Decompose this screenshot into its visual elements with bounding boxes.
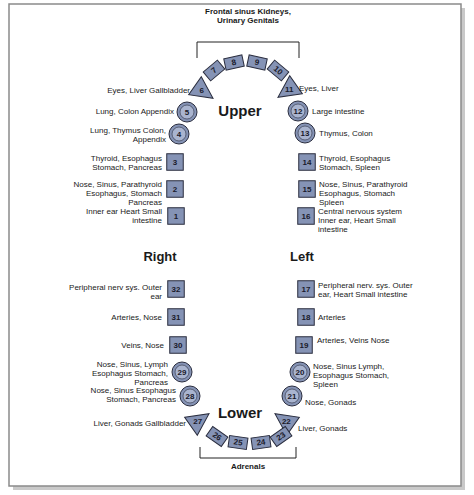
tooth-box: 25 [227,434,249,450]
organ-label: Peripheral nerv sys. Outer ear [62,283,162,301]
tooth-number: 12 [294,107,303,116]
organ-label: Eyes, Liver Gallbladder [90,86,190,95]
tooth-number: 3 [173,158,177,167]
organ-label: Arteries, Veins Nose [317,336,417,345]
tooth-number: 14 [303,158,312,167]
tooth-box: 18 [297,308,315,326]
tooth-number: 30 [174,341,183,350]
tooth-triangle: 6 [192,80,216,104]
tooth-number: 22 [282,417,291,426]
tooth-circle: 28 [179,385,201,407]
organ-label: Inner ear Heart Small intestine [62,207,162,225]
tooth-circle: 13 [294,122,316,144]
organ-label: Large intestine [312,107,412,116]
tooth-box: 17 [297,280,315,298]
tooth-box: 10 [266,59,290,82]
tooth-number: 31 [172,313,181,322]
bracket-label: Frontal sinus Kidneys, Urinary Genitals [193,7,303,25]
tooth-triangle: 11 [275,79,299,103]
tooth-number: 13 [301,129,310,138]
tooth-shape [192,80,216,104]
tooth-box: 2 [166,180,184,198]
tooth-box: 19 [295,336,313,354]
tooth-box: 31 [167,308,185,326]
tooth-triangle: 27 [188,408,212,432]
tooth-box: 32 [167,280,185,298]
tooth-box: 9 [246,54,268,71]
tooth-box: 14 [298,153,316,171]
organ-label: Nose, Sinus, Parathyroid Esophagus, Stom… [62,180,162,207]
tooth-number: 18 [302,313,311,322]
organ-label: Arteries [318,313,418,322]
organ-label: Nose, Sinus Esophagus Stomach, Pancreas [76,386,176,404]
tooth-box: 26 [205,425,229,447]
tooth-number: 5 [185,108,189,117]
tooth-box: 7 [202,59,226,82]
organ-label: Eyes, Liver [299,84,399,93]
region-label: Right [143,249,176,264]
organ-label: Liver, Gonads Gallbladder [86,419,186,428]
tooth-circle: 21 [281,385,303,407]
organ-label: Thyroid, Esophagus Stomach, Pancreas [62,154,162,172]
tooth-number: 1 [174,212,178,221]
tooth-circle: 12 [287,100,309,122]
tooth-number: 4 [177,130,181,139]
tooth-number: 27 [193,417,202,426]
organ-label: Lung, Colon Appendix [74,107,174,116]
region-label: Left [290,249,314,264]
organ-label: Veins, Nose [64,341,164,350]
tooth-number: 19 [300,341,309,350]
tooth-number: 20 [296,368,305,377]
tooth-number: 32 [172,285,181,294]
organ-label: Nose, Sinus, Parathyroid Esophagus, Stom… [319,180,419,207]
organ-label: Thymus, Colon [319,129,419,138]
tooth-circle: 20 [289,361,311,383]
tooth-circle: 29 [171,361,193,383]
organ-label: Nose, Gonads [305,398,405,407]
tooth-box: 8 [223,54,245,71]
tooth-circle: 5 [176,101,198,123]
tooth-box: 1 [167,207,185,225]
tooth-box: 16 [297,207,315,225]
tooth-number: 6 [199,86,203,95]
region-label: Lower [218,404,262,421]
organ-label: Arteries, Nose [62,313,162,322]
tooth-number: 15 [303,185,312,194]
tooth-box: 3 [166,153,184,171]
organ-label: Lung, Thymus Colon, Appendix [66,126,166,144]
organ-label: Nose, Sinus Lymph, Esophagus Stomach, Sp… [313,362,413,389]
organ-label: Peripheral nerv. sys. Outer ear, Heart S… [318,281,418,299]
tooth-number: 24 [256,437,266,447]
frame [9,4,461,486]
tooth-number: 29 [178,368,187,377]
tooth-number: 16 [302,212,311,221]
organ-label: Liver, Gonads [298,424,398,433]
tooth-box: 24 [250,434,272,450]
organ-label: Nose, Sinus, Lymph Esophagus Stomach, Pa… [68,360,168,387]
bracket-label: Adrenals [208,462,288,471]
organ-label: Thyroid, Esophagus Stomach, Spleen [319,154,419,172]
tooth-box: 30 [169,336,187,354]
tooth-number: 28 [186,392,195,401]
tooth-number: 21 [288,392,297,401]
tooth-number: 25 [233,437,243,447]
tooth-number: 2 [173,185,177,194]
bottom-bracket [200,447,296,458]
tooth-box: 15 [298,180,316,198]
tooth-number: 17 [302,285,311,294]
organ-label: Central nervous system Inner ear, Heart … [318,207,418,234]
region-label: Upper [218,102,261,119]
top-bracket [197,42,299,58]
tooth-circle: 4 [168,123,190,145]
tooth-number: 11 [285,85,293,94]
